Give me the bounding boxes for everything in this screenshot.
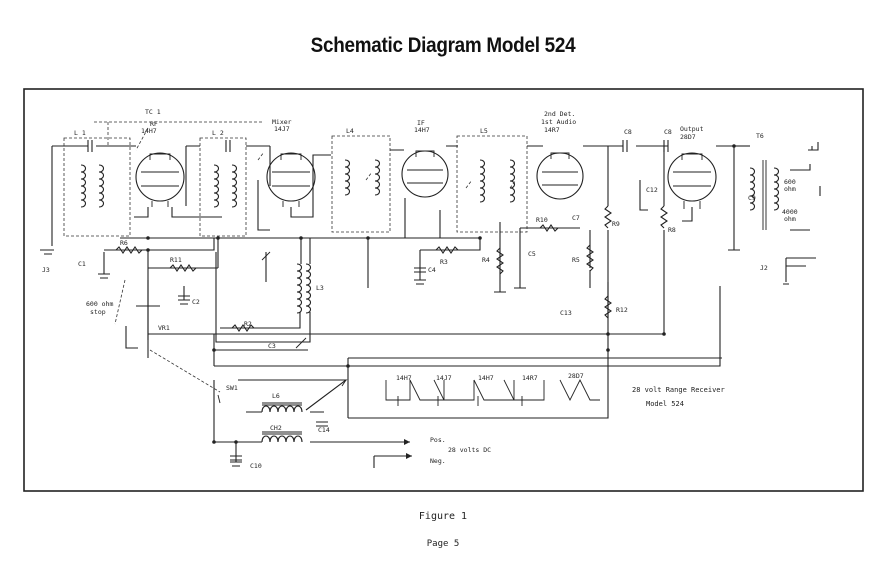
out-type-label: 28D7 bbox=[680, 133, 696, 141]
vr1-label: VR1 bbox=[158, 324, 170, 332]
ohm4000-unit: ohm bbox=[784, 215, 796, 223]
c8a-label: C8 bbox=[624, 128, 632, 136]
c7-label: C7 bbox=[572, 214, 580, 222]
c3-label: C3 bbox=[268, 342, 276, 350]
annotation-labels: 600 ohm stop 600 ohm 4000 ohm bbox=[86, 178, 798, 316]
c14-label: C14 bbox=[318, 426, 330, 434]
wiring bbox=[40, 121, 821, 468]
component-labels: L 1 L 2 L3 L4 L5 L6 TC 1 T6 CH2 C1 C2 C3… bbox=[42, 108, 768, 470]
r5-label: R5 bbox=[572, 256, 580, 264]
stop-label-line1: 600 ohm bbox=[86, 300, 113, 308]
c8b-label: C8 bbox=[664, 128, 672, 136]
description-line2: Model 524 bbox=[646, 400, 684, 408]
tube-labels: RF 14H7 Mixer 14J7 IF 14H7 2nd Det. 1st … bbox=[141, 110, 704, 141]
heater-labels: 14H7 14J7 14H7 14R7 28D7 bbox=[396, 372, 584, 382]
c12-label: C12 bbox=[646, 186, 658, 194]
tube-detector bbox=[536, 152, 584, 200]
power-pos-label: Pos. bbox=[430, 436, 446, 444]
power-labels: Pos. 28 volts DC Neg. bbox=[430, 436, 491, 465]
j3-label: J3 bbox=[42, 266, 50, 274]
rf-role-label: RF bbox=[150, 120, 158, 128]
l6-label: L6 bbox=[272, 392, 280, 400]
transformer-t6 bbox=[749, 160, 780, 230]
tc1-label: TC 1 bbox=[145, 108, 161, 116]
r10-label: R10 bbox=[536, 216, 548, 224]
r8-label: R8 bbox=[668, 226, 676, 234]
c2-label: C2 bbox=[192, 298, 200, 306]
diagram-frame bbox=[23, 88, 864, 492]
heater-label-5: 28D7 bbox=[568, 372, 584, 380]
ohm4000-value: 4000 bbox=[782, 208, 798, 216]
c10-label: C10 bbox=[250, 462, 262, 470]
heater-label-4: 14R7 bbox=[522, 374, 538, 382]
l2-label: L 2 bbox=[212, 129, 224, 137]
det-role1-label: 2nd Det. bbox=[544, 110, 575, 118]
power-neg-label: Neg. bbox=[430, 457, 446, 465]
page-title: Schematic Diagram Model 524 bbox=[310, 34, 576, 57]
r11-label: R11 bbox=[170, 256, 182, 264]
t6-label: T6 bbox=[756, 132, 764, 140]
tube-output bbox=[667, 152, 717, 209]
heater-label-1: 14H7 bbox=[396, 374, 412, 382]
description-block: 28 volt Range Receiver Model 524 bbox=[632, 386, 725, 408]
c1-label: C1 bbox=[78, 260, 86, 268]
rf-type-label: 14H7 bbox=[141, 127, 157, 135]
r3-label: R3 bbox=[440, 258, 448, 266]
l1-label: L 1 bbox=[74, 129, 86, 137]
l3-label: L3 bbox=[316, 284, 324, 292]
mixer-role-label: Mixer bbox=[272, 118, 292, 126]
choke-ch2 bbox=[261, 431, 303, 443]
ohm600-value: 600 bbox=[784, 178, 796, 186]
figure-label: Figure 1 bbox=[418, 511, 468, 522]
description-line1: 28 volt Range Receiver bbox=[632, 386, 725, 394]
r12-label: R12 bbox=[616, 306, 628, 314]
coil-l1 bbox=[63, 137, 131, 237]
r9-label: R9 bbox=[612, 220, 620, 228]
out-role-label: Output bbox=[680, 125, 704, 133]
c5-label: C5 bbox=[528, 250, 536, 258]
l4-label: L4 bbox=[346, 127, 354, 135]
det-role2-label: 1st Audio bbox=[541, 118, 576, 126]
coil-l4 bbox=[331, 135, 391, 233]
coil-l2 bbox=[199, 137, 247, 237]
coil-l3 bbox=[296, 263, 312, 314]
sw1-label: SW1 bbox=[226, 384, 238, 392]
coil-l5 bbox=[456, 135, 528, 233]
if-type-label: 14H7 bbox=[414, 126, 430, 134]
l5-label: L5 bbox=[480, 127, 488, 135]
stop-label-line2: stop bbox=[90, 308, 106, 316]
ch2-label: CH2 bbox=[270, 424, 282, 432]
choke-l6 bbox=[261, 402, 303, 413]
ohm600-unit: ohm bbox=[784, 185, 796, 193]
j2-label: J2 bbox=[760, 264, 768, 272]
c4-label: C4 bbox=[428, 266, 436, 274]
mixer-type-label: 14J7 bbox=[274, 125, 290, 133]
r6-label: R6 bbox=[120, 239, 128, 247]
c9-label: C9 bbox=[748, 194, 756, 202]
power-voltage-label: 28 volts DC bbox=[448, 446, 491, 454]
page-number: Page 5 bbox=[426, 539, 460, 549]
tube-rf bbox=[135, 152, 185, 207]
tube-mixer bbox=[266, 152, 316, 207]
det-type-label: 14R7 bbox=[544, 126, 560, 134]
r2-label: R2 bbox=[244, 320, 252, 328]
if-role-label: IF bbox=[417, 119, 425, 127]
r4-label: R4 bbox=[482, 256, 490, 264]
tube-if bbox=[401, 150, 449, 198]
heater-label-2: 14J7 bbox=[436, 374, 452, 382]
heater-label-3: 14H7 bbox=[478, 374, 494, 382]
c13-label: C13 bbox=[560, 309, 572, 317]
